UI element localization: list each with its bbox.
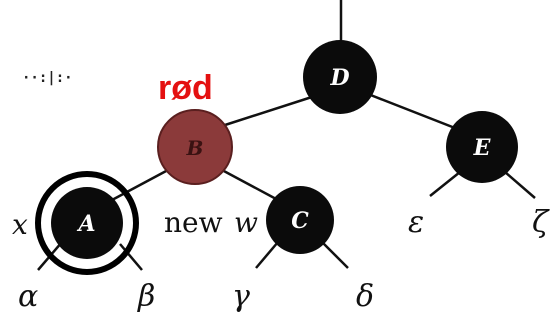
red-annotation: rød (158, 69, 213, 107)
node-D: D (303, 40, 377, 114)
node-D-label: D (329, 65, 349, 91)
edge-C-delta (321, 241, 349, 269)
edge-E-zeta (504, 171, 536, 199)
node-C: C (266, 186, 334, 254)
label-w: w (234, 206, 258, 239)
node-A-label: A (76, 211, 95, 237)
node-B-label: B (186, 136, 204, 160)
edge-A-beta (119, 243, 143, 271)
subtree-zeta: ζ (532, 205, 550, 240)
edge-D-E (367, 92, 456, 130)
node-E: E (446, 111, 518, 183)
arrow-fragment: ··:|:· (22, 70, 73, 86)
node-E-label: E (473, 135, 492, 161)
subtree-delta: δ (356, 279, 374, 314)
subtree-epsilon: ε (408, 205, 424, 240)
label-new: new (164, 206, 223, 239)
edge-D-B (224, 94, 316, 127)
edge-C-gamma (255, 241, 279, 269)
node-C-label: C (291, 208, 309, 234)
node-A: A (35, 171, 139, 275)
highlight-ring (35, 171, 139, 275)
edge-B-C (221, 168, 279, 202)
subtree-beta: β (137, 279, 155, 314)
label-x: x (12, 208, 28, 241)
edge-B-A (111, 168, 169, 202)
subtree-gamma: γ (232, 279, 250, 314)
subtree-alpha: α (18, 279, 38, 314)
edge-E-epsilon (429, 171, 461, 197)
node-B: B (157, 109, 233, 185)
